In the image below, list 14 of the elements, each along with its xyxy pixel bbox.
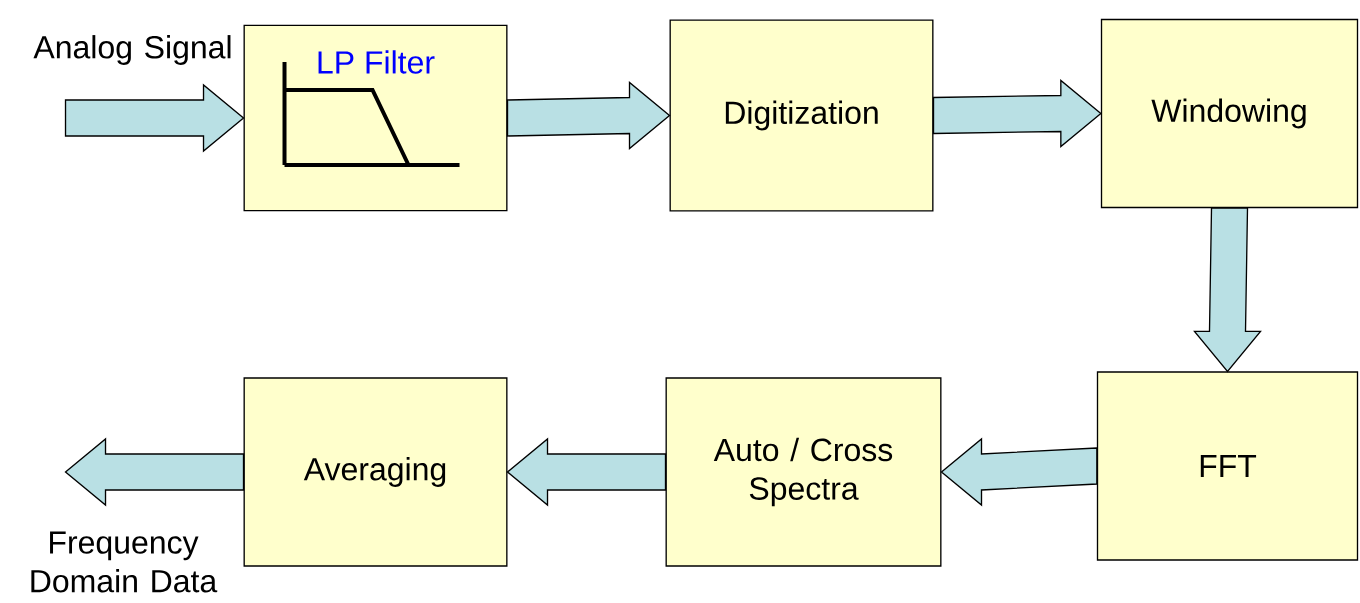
block-arrow [506,437,667,507]
block-arrow [940,437,1098,507]
process-box: Auto / Cross Spectra [665,377,942,567]
filter-box: LP Filter [243,24,508,212]
block-arrow [64,83,245,153]
signal-label: Frequency Domain Data [31,531,218,593]
block-arrow [1193,207,1262,373]
process-box: FFT [1096,371,1359,561]
block-arrow [932,79,1102,148]
process-box: Digitization [669,19,934,212]
process-box: Windowing [1100,18,1359,209]
block-arrow [506,81,671,150]
process-box: Averaging [243,377,508,567]
block-arrow [64,437,245,507]
